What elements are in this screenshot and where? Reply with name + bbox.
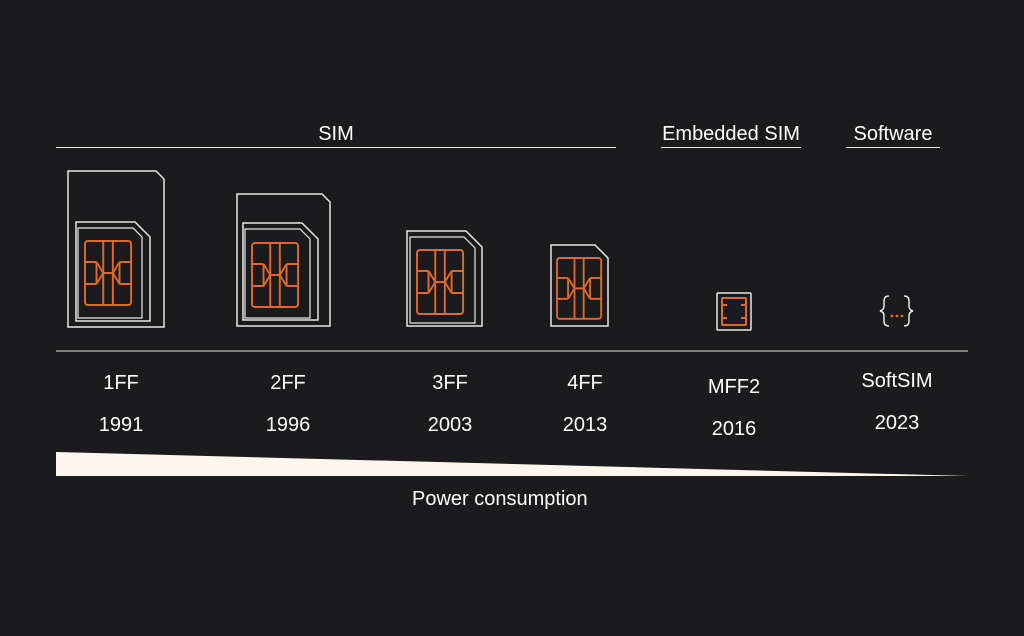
year-2ff: 1996	[265, 414, 311, 436]
code-braces-icon	[879, 295, 914, 327]
embedded-chip-icon	[716, 292, 752, 331]
group-underline-embedded-sim	[661, 147, 801, 148]
group-label-software: Software	[853, 123, 933, 145]
group-underline-software	[846, 147, 940, 148]
sim-card-2ff-icon	[236, 193, 331, 327]
year-3ff: 2003	[427, 414, 473, 436]
year-mff2: 2016	[711, 418, 757, 440]
power-consumption-wedge	[56, 452, 968, 476]
group-label-sim: SIM	[318, 123, 354, 145]
group-label-embedded-sim: Embedded SIM	[662, 123, 800, 145]
label-1ff: 1FF	[103, 372, 139, 394]
year-1ff: 1991	[98, 414, 144, 436]
group-underline-sim	[56, 147, 616, 148]
label-2ff: 2FF	[270, 372, 306, 394]
sim-card-1ff-icon	[67, 170, 165, 328]
label-softsim: SoftSIM	[861, 370, 933, 392]
label-mff2: MFF2	[707, 376, 761, 398]
year-4ff: 2013	[562, 414, 608, 436]
sim-card-4ff-icon	[550, 244, 609, 327]
year-softsim: 2023	[874, 412, 920, 434]
sim-card-3ff-icon	[406, 230, 483, 327]
label-3ff: 3FF	[432, 372, 468, 394]
label-4ff: 4FF	[567, 372, 603, 394]
power-consumption-label: Power consumption	[412, 488, 588, 510]
